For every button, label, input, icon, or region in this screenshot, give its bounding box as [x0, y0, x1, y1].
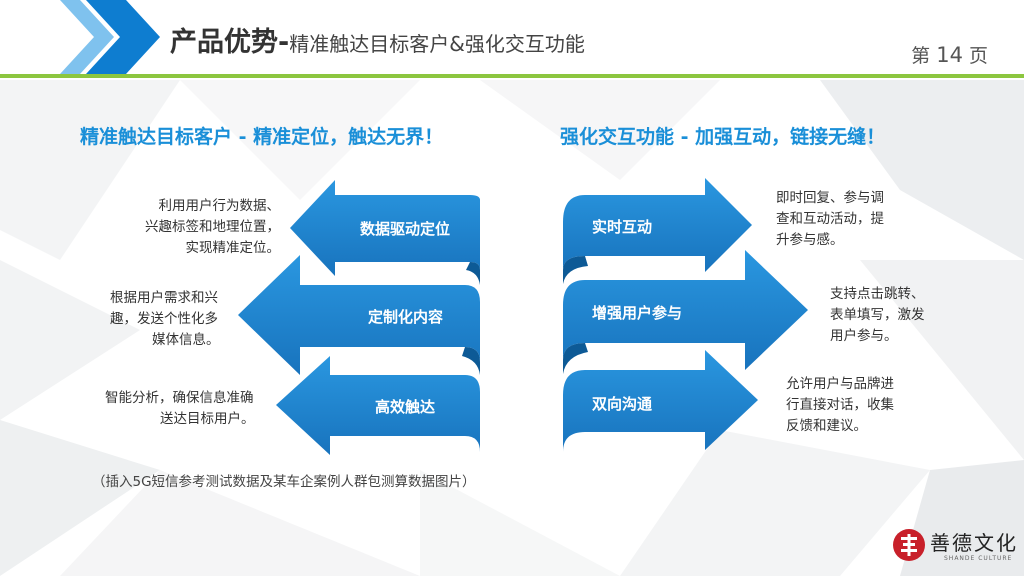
left-section-heading: 精准触达目标客户 - 精准定位，触达无界！ — [80, 126, 444, 148]
right-description-3: 允许用户与品牌进 行直接对话，收集 反馈和建议。 — [786, 376, 894, 434]
left-description-3: 智能分析，确保信息准确 送达目标用户。 — [105, 390, 255, 427]
page-number-value: 14 — [936, 43, 963, 67]
image-placeholder-note: （插入5G短信参考测试数据及某车企案例人群包测算数据图片） — [92, 474, 476, 490]
left-arrow-label-2: 定制化内容 — [368, 308, 444, 326]
logo-subtext: SHANDE CULTURE — [944, 555, 1013, 562]
logo-seal-icon — [893, 529, 925, 561]
left-description-2: 根据用户需求和兴 趣，发送个性化多 媒体信息。 — [110, 290, 220, 348]
right-description-2: 支持点击跳转、 表单填写，激发 用户参与。 — [830, 286, 925, 344]
left-description-1: 利用用户行为数据、 兴趣标签和地理位置， 实现精准定位。 — [145, 198, 280, 256]
right-arrow-label-1: 实时互动 — [592, 218, 653, 236]
header-divider — [0, 74, 1024, 78]
page-suffix: 页 — [968, 45, 988, 67]
right-arrow-1 — [563, 178, 752, 272]
title-main: 产品优势- — [170, 27, 290, 58]
right-arrow-3 — [563, 350, 758, 452]
left-arrow-1 — [290, 180, 480, 276]
header-chevron-graphic — [60, 0, 160, 74]
right-arrow-2 — [563, 250, 808, 370]
left-arrow-2 — [238, 255, 480, 375]
title-sub: 精准触达目标客户&强化交互功能 — [289, 32, 585, 56]
logo-text: 善德文化 — [930, 531, 1018, 555]
right-arrow-label-3: 双向沟通 — [592, 395, 653, 413]
right-arrow-label-2: 增强用户参与 — [592, 304, 683, 322]
right-section-heading: 强化交互功能 - 加强互动，链接无缝！ — [560, 126, 886, 148]
left-arrow-label-1: 数据驱动定位 — [360, 220, 451, 238]
right-description-1: 即时回复、参与调 查和互动活动，提 升参与感。 — [776, 190, 884, 248]
left-arrow-3 — [276, 356, 480, 455]
page-prefix: 第 — [911, 45, 931, 67]
left-arrow-label-3: 高效触达 — [375, 398, 436, 416]
page-title: 产品优势-精准触达目标客户&强化交互功能 — [170, 20, 585, 59]
page-number: 第 14 页 — [911, 41, 988, 68]
